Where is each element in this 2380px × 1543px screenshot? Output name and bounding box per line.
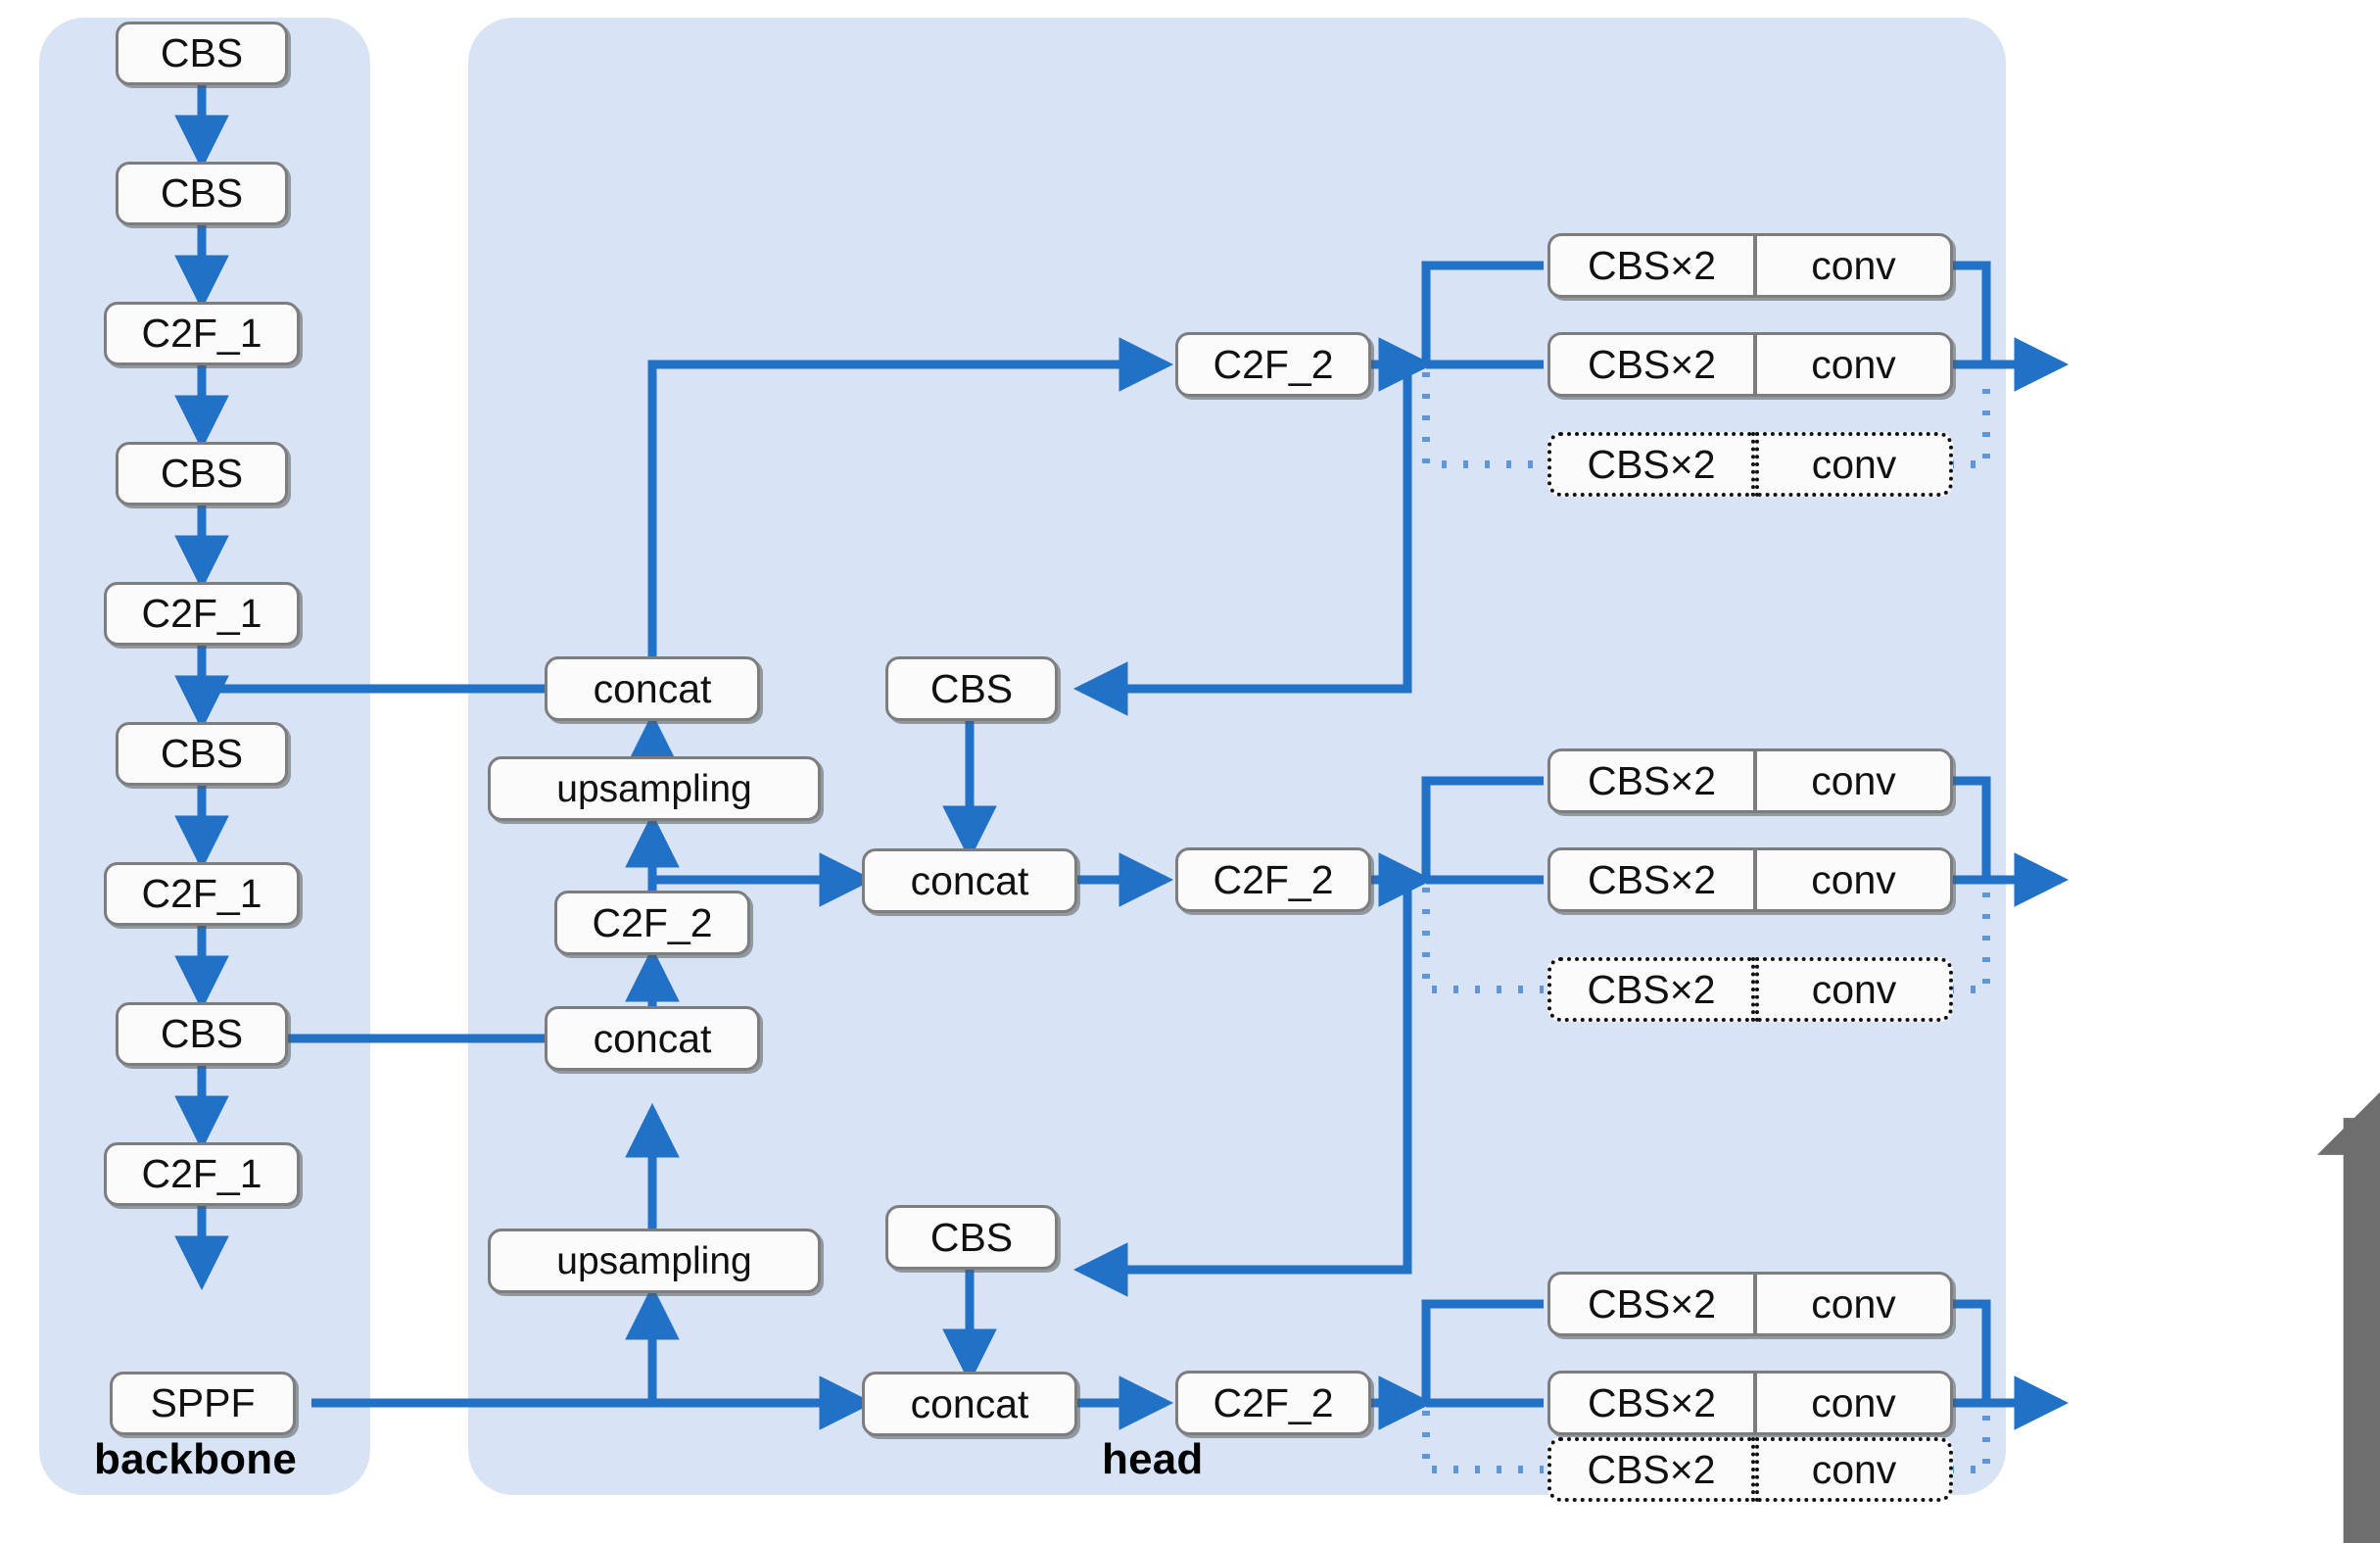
backbone-node-cbs-2[interactable]: CBS [116, 162, 288, 225]
backbone-label: backbone [94, 1435, 297, 1483]
neck-upsampling-top[interactable]: upsampling [488, 756, 821, 821]
neck-c2f2-p4[interactable]: C2F_2 [1175, 847, 1371, 912]
detect1-branch3-cbs2[interactable]: CBS×2 [1547, 432, 1755, 497]
neck-c2f2-mid[interactable]: C2F_2 [554, 891, 750, 955]
neck-cbs-downsample-1[interactable]: CBS [885, 656, 1058, 721]
neck-concat-right-mid[interactable]: concat [862, 848, 1077, 913]
backbone-node-c2f1-4[interactable]: C2F_1 [104, 1142, 300, 1206]
neck-concat-mid[interactable]: concat [545, 1006, 760, 1071]
backbone-node-sppf[interactable]: SPPF [110, 1372, 296, 1435]
output-cube-large [2067, 1215, 2380, 1543]
detect2-branch2-conv[interactable]: conv [1755, 847, 1953, 912]
head-label: head [1102, 1435, 1204, 1483]
detect2-branch3-cbs2[interactable]: CBS×2 [1547, 957, 1755, 1022]
detect2-branch3-conv[interactable]: conv [1755, 957, 1953, 1022]
detect3-branch3-conv[interactable]: conv [1755, 1437, 1953, 1502]
neck-upsampling-bottom[interactable]: upsampling [488, 1229, 821, 1293]
detect2-branch1-conv[interactable]: conv [1755, 748, 1953, 813]
detect3-branch2-conv[interactable]: conv [1755, 1371, 1953, 1435]
output-cube-small [2316, 1091, 2380, 1543]
detect1-branch2-conv[interactable]: conv [1755, 332, 1953, 397]
detect1-branch2-cbs2[interactable]: CBS×2 [1547, 332, 1755, 397]
detect3-branch2-cbs2[interactable]: CBS×2 [1547, 1371, 1755, 1435]
backbone-node-c2f1-3[interactable]: C2F_1 [104, 862, 300, 926]
neck-concat-right-bottom[interactable]: concat [862, 1372, 1077, 1436]
detect1-branch1-cbs2[interactable]: CBS×2 [1547, 233, 1755, 298]
detect3-branch1-cbs2[interactable]: CBS×2 [1547, 1272, 1755, 1336]
neck-c2f2-p3[interactable]: C2F_2 [1175, 1371, 1371, 1435]
backbone-node-cbs-5[interactable]: CBS [116, 1002, 288, 1066]
detect2-branch1-cbs2[interactable]: CBS×2 [1547, 748, 1755, 813]
neck-c2f2-p5[interactable]: C2F_2 [1175, 332, 1371, 397]
detect2-branch2-cbs2[interactable]: CBS×2 [1547, 847, 1755, 912]
detect1-branch3-conv[interactable]: conv [1755, 432, 1953, 497]
detect3-branch1-conv[interactable]: conv [1755, 1272, 1953, 1336]
neck-cbs-downsample-2[interactable]: CBS [885, 1205, 1058, 1270]
detect1-branch1-conv[interactable]: conv [1755, 233, 1953, 298]
backbone-node-c2f1-1[interactable]: C2F_1 [104, 302, 300, 365]
neck-concat-top[interactable]: concat [545, 656, 760, 721]
backbone-node-cbs-4[interactable]: CBS [116, 722, 288, 786]
backbone-node-cbs-3[interactable]: CBS [116, 442, 288, 506]
backbone-node-cbs-1[interactable]: CBS [116, 22, 288, 85]
backbone-node-c2f1-2[interactable]: C2F_1 [104, 582, 300, 646]
detect3-branch3-cbs2[interactable]: CBS×2 [1547, 1437, 1755, 1502]
